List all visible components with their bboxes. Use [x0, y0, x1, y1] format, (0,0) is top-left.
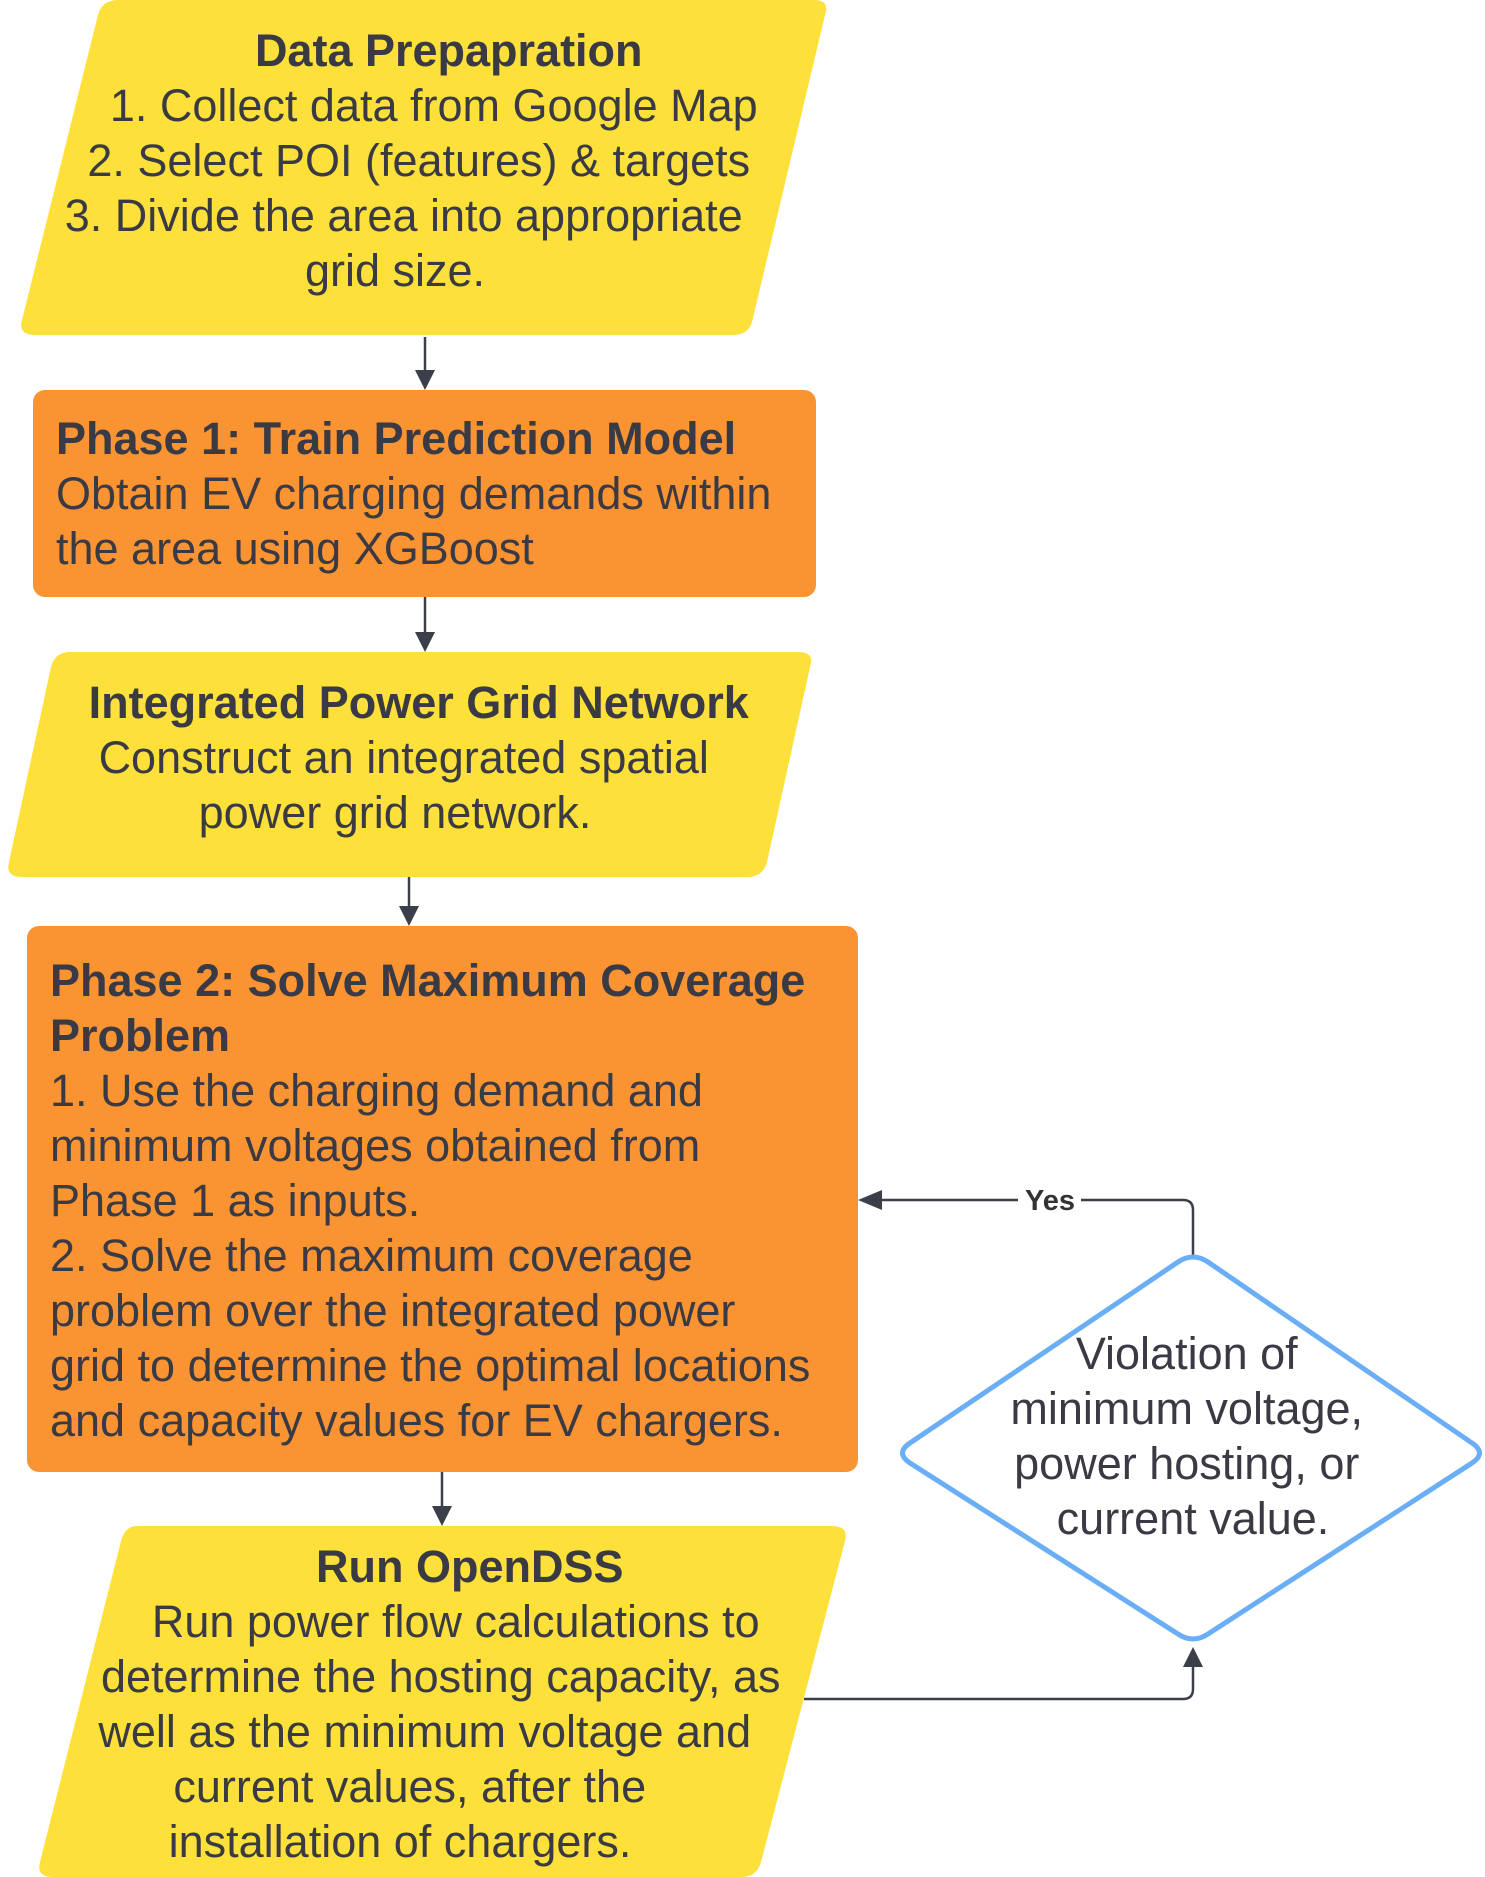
phase1-title: Phase 1: Train Prediction Model: [56, 413, 736, 464]
phase2-line: 1. Use the charging demand and: [50, 1065, 703, 1116]
phase2-line: minimum voltages obtained from: [50, 1120, 700, 1171]
run-opendss-line: current values, after the: [173, 1761, 646, 1812]
phase1-shape: [33, 390, 816, 597]
data-preparation-line: grid size.: [305, 245, 485, 296]
svg-text:Phase 2: Solve Maximum Coverag: Phase 2: Solve Maximum Coverage Problem …: [50, 955, 823, 1446]
svg-text:Integrated Power Grid Network: Integrated Power Grid Network Construct …: [89, 677, 762, 838]
run-opendss-line: well as the minimum voltage and: [97, 1706, 751, 1757]
edge-data-prep-to-phase1: [415, 337, 435, 390]
data-preparation-line: 3. Divide the area into appropriate: [65, 190, 743, 241]
svg-text:Phase 1: Train Prediction Mode: Phase 1: Train Prediction Model Obtain E…: [56, 413, 784, 574]
edge-phase1-to-power-grid: [415, 597, 435, 652]
edge-label-yes: Yes: [1025, 1185, 1075, 1217]
integrated-power-grid-shape: [8, 652, 812, 877]
integrated-power-grid-line: power grid network.: [199, 787, 592, 838]
node-integrated-power-grid: Integrated Power Grid Network Construct …: [8, 652, 812, 877]
edge-phase2-to-opendss: [432, 1472, 452, 1526]
violation-decision-line: minimum voltage,: [1010, 1383, 1363, 1434]
svg-text:Data Prepapration 1. Col: Data Prepapration 1. Collect data from G…: [65, 25, 770, 296]
phase1-line: the area using XGBoost: [56, 523, 534, 574]
phase2-title: Phase 2: Solve Maximum Coverage: [50, 955, 805, 1006]
data-preparation-shape: [21, 0, 827, 335]
node-phase1: Phase 1: Train Prediction Model Obtain E…: [33, 390, 816, 597]
data-preparation-line: 1. Collect data from Google Map: [110, 80, 758, 131]
edge-violation-to-phase2: Yes: [858, 1185, 1195, 1255]
edge-opendss-to-violation: [804, 1647, 1203, 1701]
phase2-shape: [27, 926, 858, 1472]
violation-decision-line: Violation of: [1076, 1328, 1298, 1379]
integrated-power-grid-title: Integrated Power Grid Network: [89, 677, 750, 728]
phase2-line: 2. Solve the maximum coverage: [50, 1230, 693, 1281]
run-opendss-line: determine the hosting capacity, as: [101, 1651, 781, 1702]
phase2-line: and capacity values for EV chargers.: [50, 1395, 783, 1446]
run-opendss-line: Run power flow calculations to: [152, 1596, 760, 1647]
node-data-preparation: Data Prepapration 1. Collect data from G…: [21, 0, 827, 335]
violation-decision-line: current value.: [1057, 1493, 1330, 1544]
phase2-line: problem over the integrated power: [50, 1285, 735, 1336]
run-opendss-shape: [39, 1526, 846, 1877]
data-preparation-line: 2. Select POI (features) & targets: [87, 135, 750, 186]
svg-text:Violation of minimum vol: Violation of minimum voltage, power host…: [1010, 1328, 1375, 1544]
node-run-opendss: Run OpenDSS Run power flow calculations …: [39, 1526, 846, 1877]
svg-text:Run OpenDSS Run power fl: Run OpenDSS Run power flow calculations …: [97, 1541, 793, 1867]
phase2-line: Phase 1 as inputs.: [50, 1175, 420, 1226]
violation-decision-line: power hosting, or: [1014, 1438, 1359, 1489]
data-preparation-title: Data Prepapration: [255, 25, 643, 76]
phase1-line: Obtain EV charging demands within: [56, 468, 771, 519]
node-violation-decision: Violation of minimum voltage, power host…: [900, 1254, 1482, 1642]
integrated-power-grid-line: Construct an integrated spatial: [99, 732, 709, 783]
violation-decision-shape: [900, 1254, 1482, 1642]
run-opendss-line: installation of chargers.: [169, 1816, 632, 1867]
phase2-title: Problem: [50, 1010, 230, 1061]
run-opendss-title: Run OpenDSS: [316, 1541, 624, 1592]
edge-power-grid-to-phase2: [399, 877, 419, 926]
phase2-line: grid to determine the optimal locations: [50, 1340, 810, 1391]
node-phase2: Phase 2: Solve Maximum Coverage Problem …: [27, 926, 858, 1472]
